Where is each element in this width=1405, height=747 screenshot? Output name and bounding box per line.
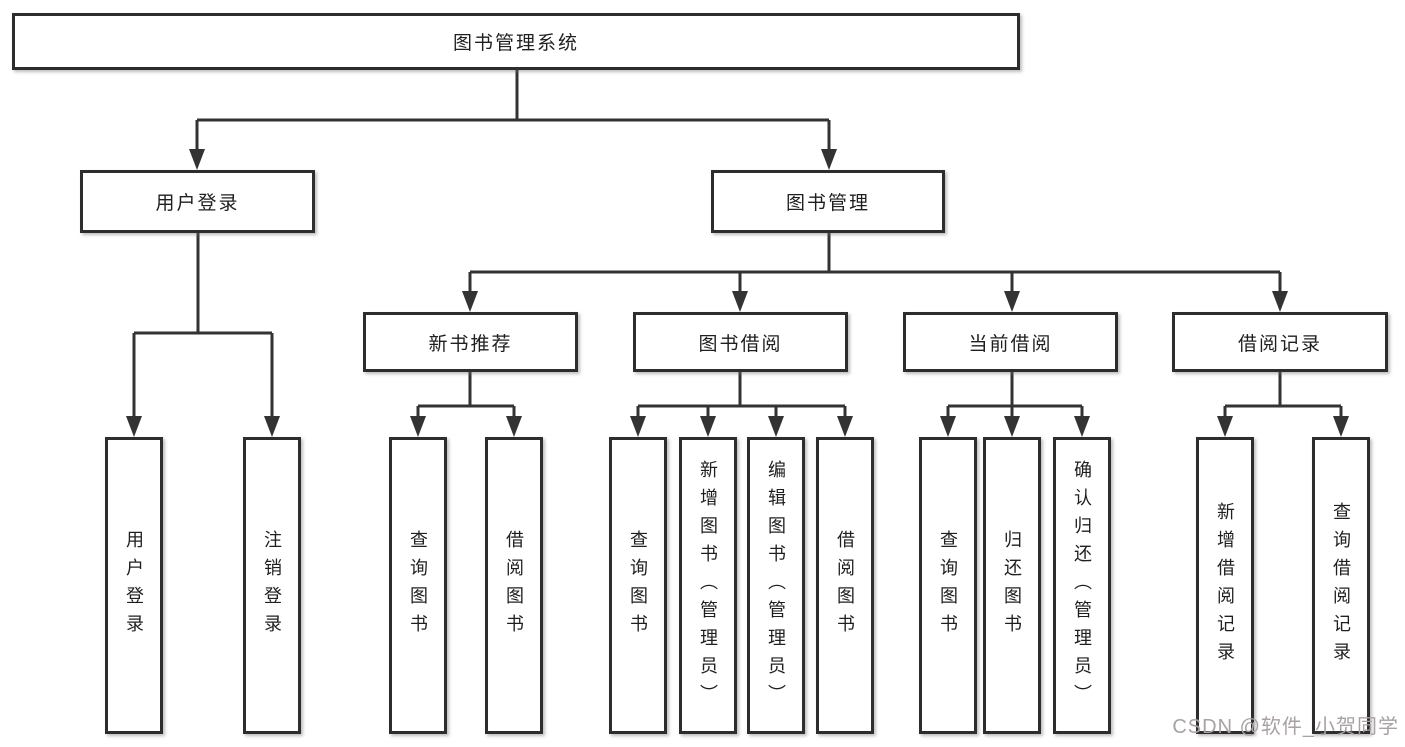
node-user-login: 用户登录 — [80, 170, 315, 233]
node-label: 查询图书 — [938, 529, 958, 642]
leaf-current-confirm-return-admin: 确认归还（管理员） — [1053, 437, 1111, 734]
node-label: 查询借阅记录 — [1331, 501, 1351, 670]
leaf-current-query-books: 查询图书 — [919, 437, 977, 734]
arrowhead — [732, 291, 748, 312]
leaf-borrow-borrow-books: 借阅图书 — [816, 437, 874, 734]
node-system-root: 图书管理系统 — [12, 13, 1020, 70]
node-label: 用户登录 — [124, 529, 144, 642]
leaf-borrow-edit-books-admin: 编辑图书（管理员） — [747, 437, 805, 734]
csdn-watermark: CSDN @软件_小贺同学 — [1172, 716, 1399, 738]
node-label: 借阅图书 — [504, 529, 524, 642]
arrowhead — [1074, 416, 1090, 437]
node-label: 查询图书 — [628, 529, 648, 642]
node-label: 图书管理系统 — [452, 33, 579, 54]
arrowhead — [821, 149, 837, 170]
arrowhead — [126, 416, 142, 437]
arrowhead — [1004, 416, 1020, 437]
arrowhead — [264, 416, 280, 437]
node-label: 当前借阅 — [968, 333, 1053, 355]
arrowhead — [837, 416, 853, 437]
leaf-records-query-record: 查询借阅记录 — [1312, 437, 1370, 734]
arrowhead — [506, 416, 522, 437]
leaf-borrow-add-books-admin: 新增图书（管理员） — [679, 437, 737, 734]
node-label: 确认归还（管理员） — [1072, 459, 1092, 712]
arrowhead — [940, 416, 956, 437]
arrowheads — [126, 149, 1349, 437]
node-label: 图书管理 — [785, 193, 870, 214]
node-label: 借阅图书 — [835, 529, 855, 642]
leaf-user-login: 用户登录 — [105, 437, 163, 734]
node-label: 图书借阅 — [698, 333, 783, 355]
arrowhead — [1004, 291, 1020, 312]
arrowhead — [410, 416, 426, 437]
leaf-borrow-query-books: 查询图书 — [609, 437, 667, 734]
node-new-book-recommend: 新书推荐 — [363, 312, 578, 372]
arrowhead — [630, 416, 646, 437]
arrowhead — [189, 149, 205, 170]
node-label: 编辑图书（管理员） — [766, 459, 786, 712]
node-current-borrow: 当前借阅 — [903, 312, 1118, 372]
node-label: 归还图书 — [1002, 529, 1022, 642]
arrowhead — [1217, 416, 1233, 437]
connector-lines — [132, 70, 1343, 418]
node-book-borrow: 图书借阅 — [633, 312, 848, 372]
node-label: 借阅记录 — [1237, 333, 1322, 355]
node-borrow-records: 借阅记录 — [1172, 312, 1388, 372]
node-label: 新增图书（管理员） — [698, 459, 718, 712]
arrowhead — [1272, 291, 1288, 312]
leaf-logout: 注销登录 — [243, 437, 301, 734]
node-label: 查询图书 — [408, 529, 428, 642]
arrowhead — [700, 416, 716, 437]
leaf-current-return-books: 归还图书 — [983, 437, 1041, 734]
arrowhead — [1333, 416, 1349, 437]
leaf-records-add-record: 新增借阅记录 — [1196, 437, 1254, 734]
node-label: 注销登录 — [262, 529, 282, 642]
arrowhead — [768, 416, 784, 437]
arrowhead — [462, 291, 478, 312]
node-label: 新书推荐 — [428, 333, 513, 355]
node-book-management: 图书管理 — [711, 170, 945, 233]
node-label: 用户登录 — [155, 193, 240, 214]
leaf-recommend-borrow-books: 借阅图书 — [485, 437, 543, 734]
node-label: 新增借阅记录 — [1215, 501, 1235, 670]
leaf-recommend-query-books: 查询图书 — [389, 437, 447, 734]
